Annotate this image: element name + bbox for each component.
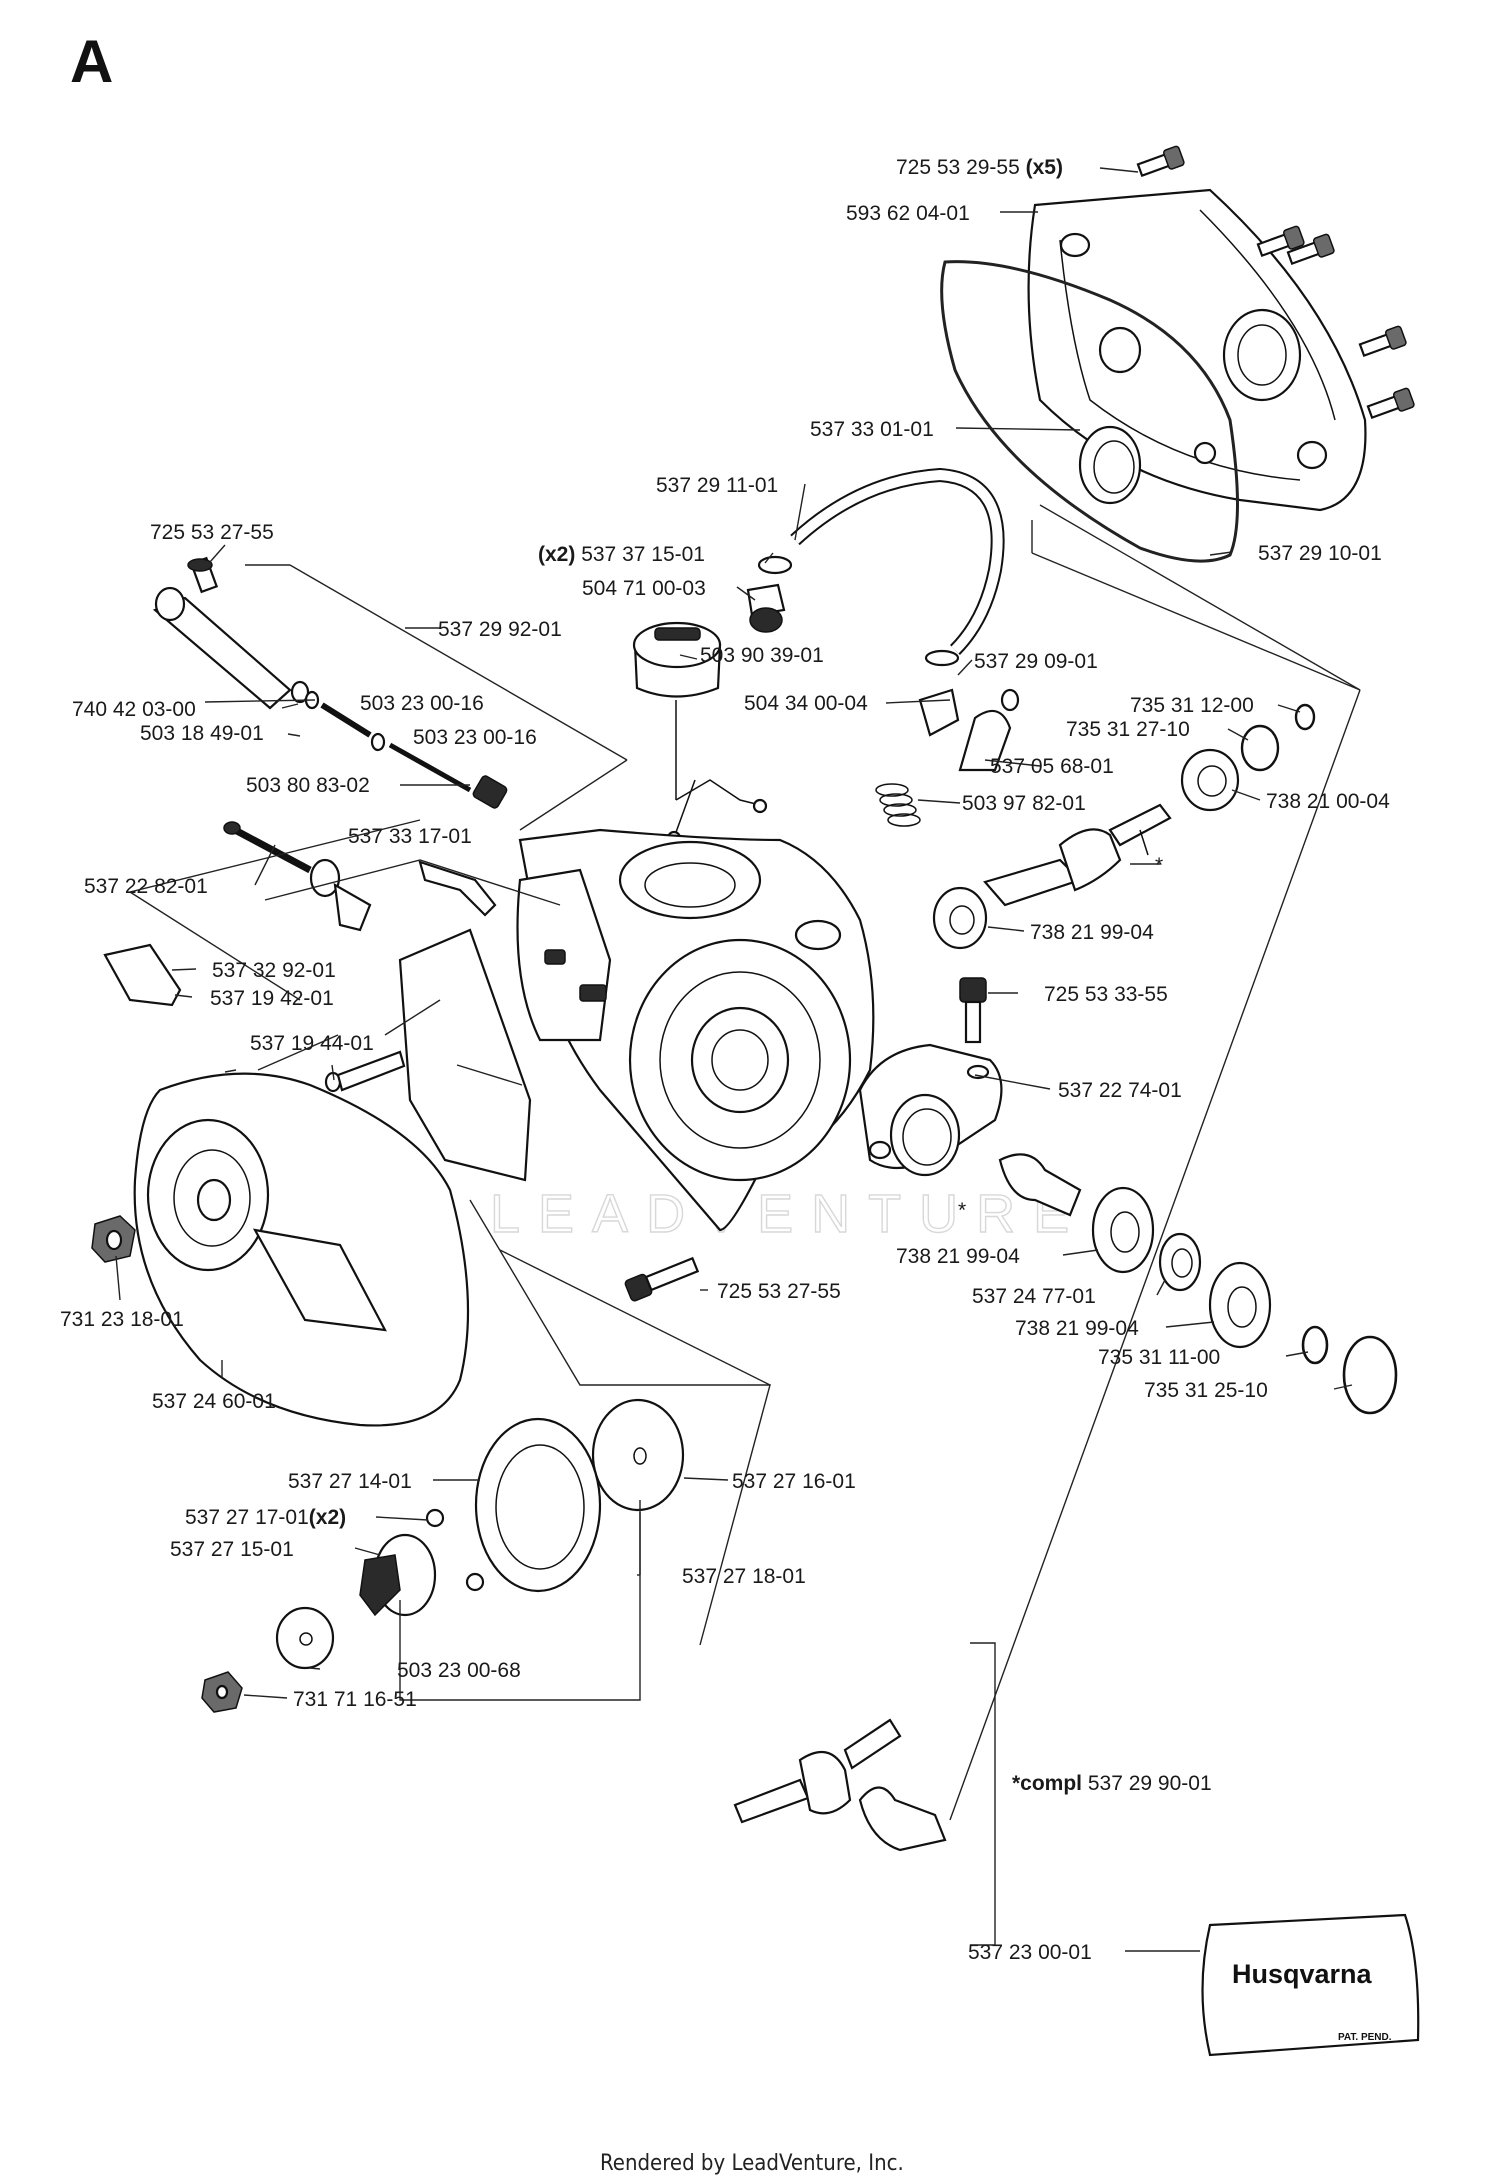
spacer-537-24-77-01 <box>1158 1232 1202 1292</box>
label-731-23-18-01: 731 23 18-01 <box>60 1308 184 1331</box>
label-537-27-17-01: 537 27 17-01(x2) <box>185 1506 346 1529</box>
label-503-23-00-68: 503 23 00-68 <box>397 1659 521 1682</box>
label-537-29-90-01: *compl 537 29 90-01 <box>1012 1772 1212 1795</box>
label-738-21-99-04-a: 738 21 99-04 <box>1030 921 1154 944</box>
watermark: LEADVENTURE <box>490 1184 1087 1244</box>
label-725-53-29-55: 725 53 29-55 (x5) <box>896 156 1063 179</box>
label-503-23-00-16-b: 503 23 00-16 <box>413 726 537 749</box>
assembly-brackets <box>129 504 1361 1946</box>
label-735-31-27-10: 735 31 27-10 <box>1066 718 1190 741</box>
bevel-gear-shaft-upper <box>983 803 1172 907</box>
footer-credit: Rendered by LeadVenture, Inc. <box>600 2151 904 2176</box>
gear-housing-part <box>516 828 875 1232</box>
label-537-23-00-01: 537 23 00-01 <box>968 1941 1092 1964</box>
label-504-34-00-04: 504 34 00-04 <box>744 692 868 715</box>
nut-731-23-18-01 <box>91 1215 136 1263</box>
drum-537-27-14-01 <box>474 1417 602 1593</box>
water-hose-part <box>790 467 1005 655</box>
seal-part <box>1078 425 1142 505</box>
cover-screws <box>1136 145 1415 420</box>
bearing-738-21-00-04 <box>1180 748 1240 812</box>
label-star-1: * <box>1155 854 1163 877</box>
flange-537-27-16-01 <box>591 1398 685 1512</box>
plate-537-32-92-01 <box>103 943 182 1007</box>
label-738-21-99-04-c: 738 21 99-04 <box>1015 1317 1139 1340</box>
circlip-735-31-25-10 <box>1342 1335 1398 1415</box>
part-labels: 725 53 29-55 (x5) 593 62 04-01 537 33 01… <box>60 156 1390 1964</box>
label-503-80-83-02: 503 80 83-02 <box>246 774 370 797</box>
label-star-2: * <box>958 1199 966 1222</box>
spring-part <box>875 783 921 827</box>
stud-537-19-44-01 <box>324 1050 406 1093</box>
label-537-22-82-01: 537 22 82-01 <box>84 875 208 898</box>
washer-503-23-00-68 <box>275 1606 335 1670</box>
label-537-29-09-01: 537 29 09-01 <box>974 650 1098 673</box>
label-735-31-25-10: 735 31 25-10 <box>1144 1379 1268 1402</box>
label-738-21-00-04: 738 21 00-04 <box>1266 790 1390 813</box>
husqvarna-label-shape <box>1201 1913 1420 2057</box>
gear-set-537-29-90-01 <box>733 1718 947 1852</box>
label-537-29-10-01: 537 29 10-01 <box>1258 542 1382 565</box>
label-537-27-16-01: 537 27 16-01 <box>732 1470 856 1493</box>
circlip-735-31-12-00 <box>1294 703 1316 731</box>
label-537-05-68-01: 537 05 68-01 <box>990 755 1114 778</box>
label-725-53-27-55-top: 725 53 27-55 <box>150 521 274 544</box>
husqvarna-logo: Husqvarna PAT. PEND. <box>1232 1959 1392 2043</box>
label-537-24-60-01: 537 24 60-01 <box>152 1390 276 1413</box>
oil-cap-part <box>632 621 768 846</box>
label-504-71-00-03: 504 71 00-03 <box>582 577 706 600</box>
nut-731-71-16-51 <box>201 1671 243 1713</box>
leader-lines <box>115 167 1361 1952</box>
label-537-33-01-01: 537 33 01-01 <box>810 418 934 441</box>
label-725-53-33-55: 725 53 33-55 <box>1044 983 1168 1006</box>
pat-pend: PAT. PEND. <box>1338 2032 1392 2043</box>
label-735-31-11-00: 735 31 11-00 <box>1098 1346 1220 1369</box>
label-731-71-16-51: 731 71 16-51 <box>293 1688 417 1711</box>
label-593-62-04-01: 593 62 04-01 <box>846 202 970 225</box>
label-725-53-27-55-low: 725 53 27-55 <box>717 1280 841 1303</box>
label-735-31-12-00: 735 31 12-00 <box>1130 694 1254 717</box>
label-503-97-82-01: 503 97 82-01 <box>962 792 1086 815</box>
label-537-32-92-01: 537 32 92-01 <box>212 959 336 982</box>
label-738-21-99-04-b: 738 21 99-04 <box>896 1245 1020 1268</box>
label-537-33-17-01: 537 33 17-01 <box>348 825 472 848</box>
label-503-23-00-16-a: 503 23 00-16 <box>360 692 484 715</box>
label-537-29-11-01: 537 29 11-01 <box>656 474 778 497</box>
label-537-29-92-01: 537 29 92-01 <box>438 618 562 641</box>
parts-artwork <box>91 145 1420 2057</box>
label-537-19-44-01: 537 19 44-01 <box>250 1032 374 1055</box>
label-537-27-18-01: 537 27 18-01 <box>682 1565 806 1588</box>
label-537-27-14-01: 537 27 14-01 <box>288 1470 412 1493</box>
label-740-42-03-00: 740 42 03-00 <box>72 698 196 721</box>
bolt-725-53-33-55 <box>959 977 987 1044</box>
label-537-37-15-01: (x2) 537 37 15-01 <box>538 543 705 566</box>
brand-name: Husqvarna <box>1232 1959 1373 1989</box>
sheet-letter: A <box>70 28 113 95</box>
circlip-735-31-27-10 <box>1240 724 1280 772</box>
label-537-27-15-01: 537 27 15-01 <box>170 1538 294 1561</box>
label-537-19-42-01: 537 19 42-01 <box>210 987 334 1010</box>
label-537-22-74-01: 537 22 74-01 <box>1058 1079 1182 1102</box>
belt-guard-537-24-60-01 <box>133 1072 470 1427</box>
label-503-90-39-01: 503 90 39-01 <box>700 644 824 667</box>
gasket-part <box>940 260 1239 563</box>
bearing-738-21-99-04-a <box>932 886 988 950</box>
bolt-725-53-27-55-lower <box>624 1256 700 1302</box>
bearing-738-21-99-04-b <box>1091 1186 1155 1274</box>
hub-537-27-15-01 <box>359 1508 485 1617</box>
label-503-18-49-01: 503 18 49-01 <box>140 722 264 745</box>
shaft-assembly-part <box>152 556 508 809</box>
label-537-24-77-01: 537 24 77-01 <box>972 1285 1096 1308</box>
bearing-738-21-99-04-c <box>1208 1261 1272 1349</box>
plate-537-19-42-01 <box>398 928 532 1182</box>
clamp-537-22-74-01 <box>858 1043 1003 1177</box>
circlip-735-31-11-00 <box>1301 1325 1329 1365</box>
bevel-gear-shaft-lower <box>998 1153 1082 1217</box>
